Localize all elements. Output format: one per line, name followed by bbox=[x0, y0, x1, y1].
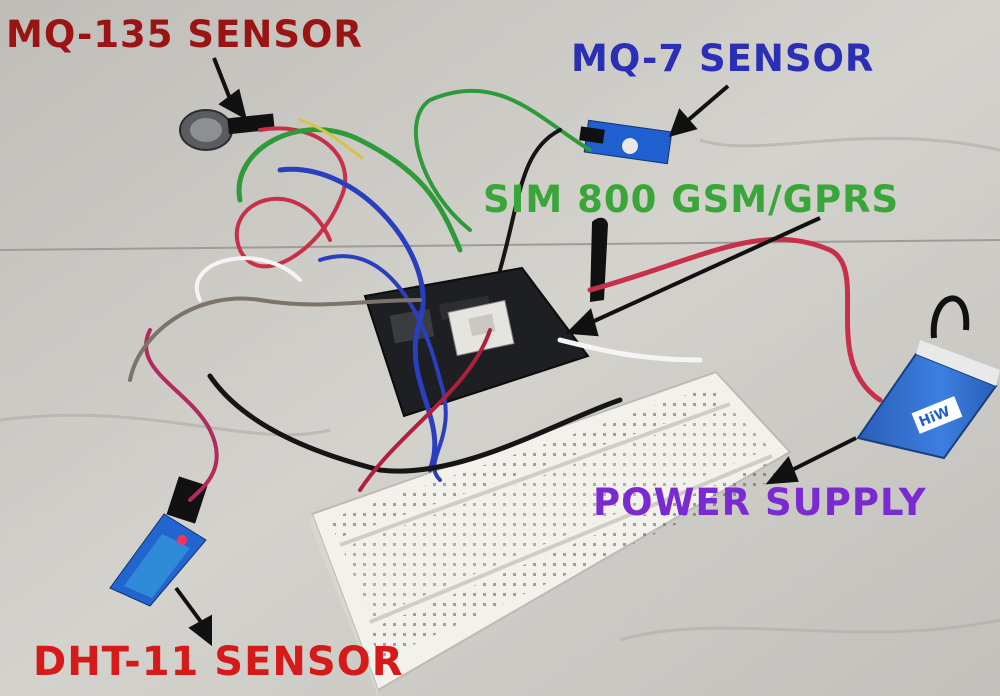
label-dht11: DHT-11 SENSOR bbox=[33, 639, 404, 685]
label-mq7: MQ-7 SENSOR bbox=[571, 37, 875, 80]
label-sim800: SIM 800 GSM/GPRS bbox=[483, 178, 900, 221]
arrow-mq7 bbox=[668, 84, 730, 137]
arrow-mq135 bbox=[212, 57, 248, 120]
wire-blue bbox=[277, 166, 438, 473]
arrow-dht11 bbox=[174, 586, 212, 647]
battery: HiW bbox=[856, 295, 1000, 460]
label-mq135: MQ-135 SENSOR bbox=[6, 13, 363, 56]
wire-black bbox=[207, 373, 623, 474]
marble-vein bbox=[0, 136, 1000, 642]
breadboard bbox=[308, 370, 792, 696]
wire-gray bbox=[128, 296, 422, 382]
wire-red-3 bbox=[144, 328, 219, 502]
wire-white bbox=[557, 337, 703, 363]
wire-black-2 bbox=[498, 128, 562, 272]
mq7-module bbox=[579, 119, 673, 165]
arrow-power bbox=[765, 436, 857, 485]
floor-seam bbox=[0, 239, 1000, 251]
label-power-supply: POWER SUPPLY bbox=[593, 481, 927, 524]
wire-yellow bbox=[298, 118, 364, 160]
wire-red bbox=[587, 236, 883, 403]
wire-red-2 bbox=[234, 126, 348, 269]
arrows bbox=[174, 57, 857, 647]
wire-darkred bbox=[358, 328, 492, 492]
wires bbox=[128, 88, 883, 502]
wire-green-2 bbox=[414, 88, 592, 232]
arrow-sim800 bbox=[565, 216, 821, 337]
wire-green bbox=[236, 127, 463, 253]
wire-blue-2 bbox=[318, 254, 448, 482]
dht11-module bbox=[109, 476, 208, 607]
wire-white-2 bbox=[195, 256, 302, 302]
